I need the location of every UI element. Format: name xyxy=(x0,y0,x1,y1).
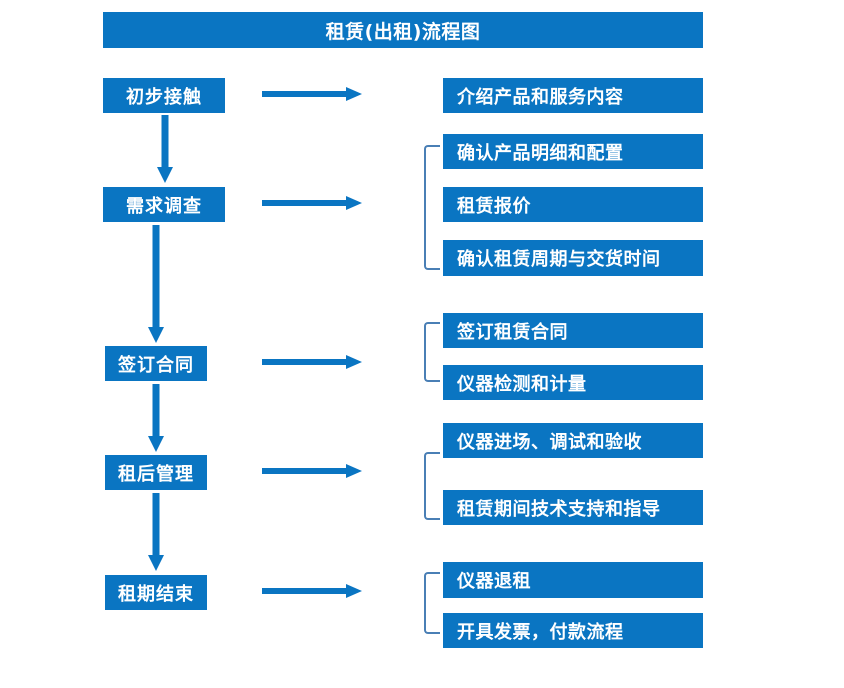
detail-box-9[interactable]: 仪器退租 xyxy=(443,562,703,598)
detail-box-7[interactable]: 仪器进场、调试和验收 xyxy=(443,423,703,458)
detail-box-10[interactable]: 开具发票，付款流程 xyxy=(443,613,703,648)
stage-box-4[interactable]: 租后管理 xyxy=(105,455,207,490)
group-bracket-demand xyxy=(424,145,440,270)
down-arrow-icon-4 xyxy=(148,493,164,571)
detail-box-3[interactable]: 租赁报价 xyxy=(443,187,703,222)
down-arrow-icon-2 xyxy=(148,225,164,343)
right-arrow-icon-3 xyxy=(262,355,362,369)
detail-box-6[interactable]: 仪器检测和计量 xyxy=(443,365,703,400)
right-arrow-icon-5 xyxy=(262,584,362,598)
detail-box-1[interactable]: 介绍产品和服务内容 xyxy=(443,78,703,113)
group-bracket-end xyxy=(424,572,440,634)
detail-box-2[interactable]: 确认产品明细和配置 xyxy=(443,134,703,169)
group-bracket-contract xyxy=(424,322,440,382)
detail-box-8[interactable]: 租赁期间技术支持和指导 xyxy=(443,490,703,525)
down-arrow-icon-3 xyxy=(148,384,164,452)
stage-box-2[interactable]: 需求调查 xyxy=(103,187,225,222)
detail-box-5[interactable]: 签订租赁合同 xyxy=(443,313,703,348)
right-arrow-icon-2 xyxy=(262,196,362,210)
down-arrow-icon-1 xyxy=(157,115,173,183)
stage-box-1[interactable]: 初步接触 xyxy=(103,78,225,113)
detail-box-4[interactable]: 确认租赁周期与交货时间 xyxy=(443,240,703,276)
stage-box-5[interactable]: 租期结束 xyxy=(105,575,207,610)
group-bracket-management xyxy=(424,452,440,520)
stage-box-3[interactable]: 签订合同 xyxy=(105,346,207,381)
diagram-title: 租赁(出租)流程图 xyxy=(103,12,703,48)
right-arrow-icon-4 xyxy=(262,464,362,478)
right-arrow-icon-1 xyxy=(262,87,362,101)
